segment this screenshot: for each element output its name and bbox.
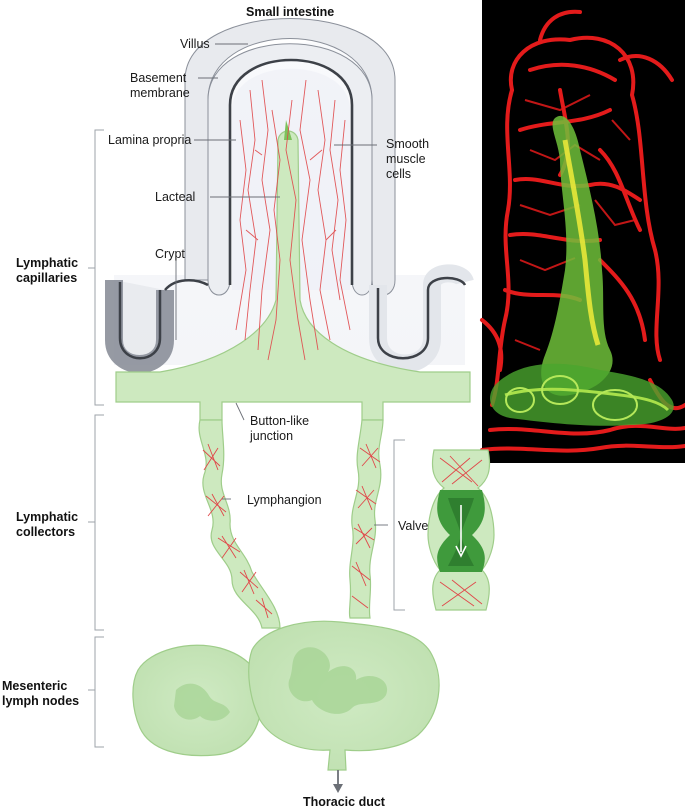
label-valve: Valve: [398, 519, 428, 534]
lymphatic-collector-left: [199, 420, 280, 628]
label-button-like-junction: Button-like junction: [250, 414, 309, 444]
label-crypt: Crypt: [155, 247, 185, 262]
label-thoracic-duct: Thoracic duct: [303, 795, 385, 810]
label-lacteal: Lacteal: [155, 190, 195, 205]
figure-title: Small intestine: [246, 5, 334, 20]
label-villus: Villus: [180, 37, 210, 52]
lymphatic-collector-right: [349, 420, 383, 618]
label-smooth-muscle-cells: Smooth muscle cells: [386, 137, 429, 182]
label-lamina-propria: Lamina propria: [108, 133, 191, 148]
section-mesenteric-lymph-nodes: Mesenteric lymph nodes: [2, 679, 79, 709]
label-basement-membrane: Basement membrane: [130, 71, 190, 101]
mesenteric-lymph-nodes: [133, 621, 439, 793]
section-lymphatic-capillaries: Lymphatic capillaries: [16, 256, 78, 286]
section-lymphatic-collectors: Lymphatic collectors: [16, 510, 78, 540]
valve-inset: [428, 450, 494, 610]
micrograph-panel: [482, 0, 685, 463]
label-lymphangion: Lymphangion: [247, 493, 322, 508]
